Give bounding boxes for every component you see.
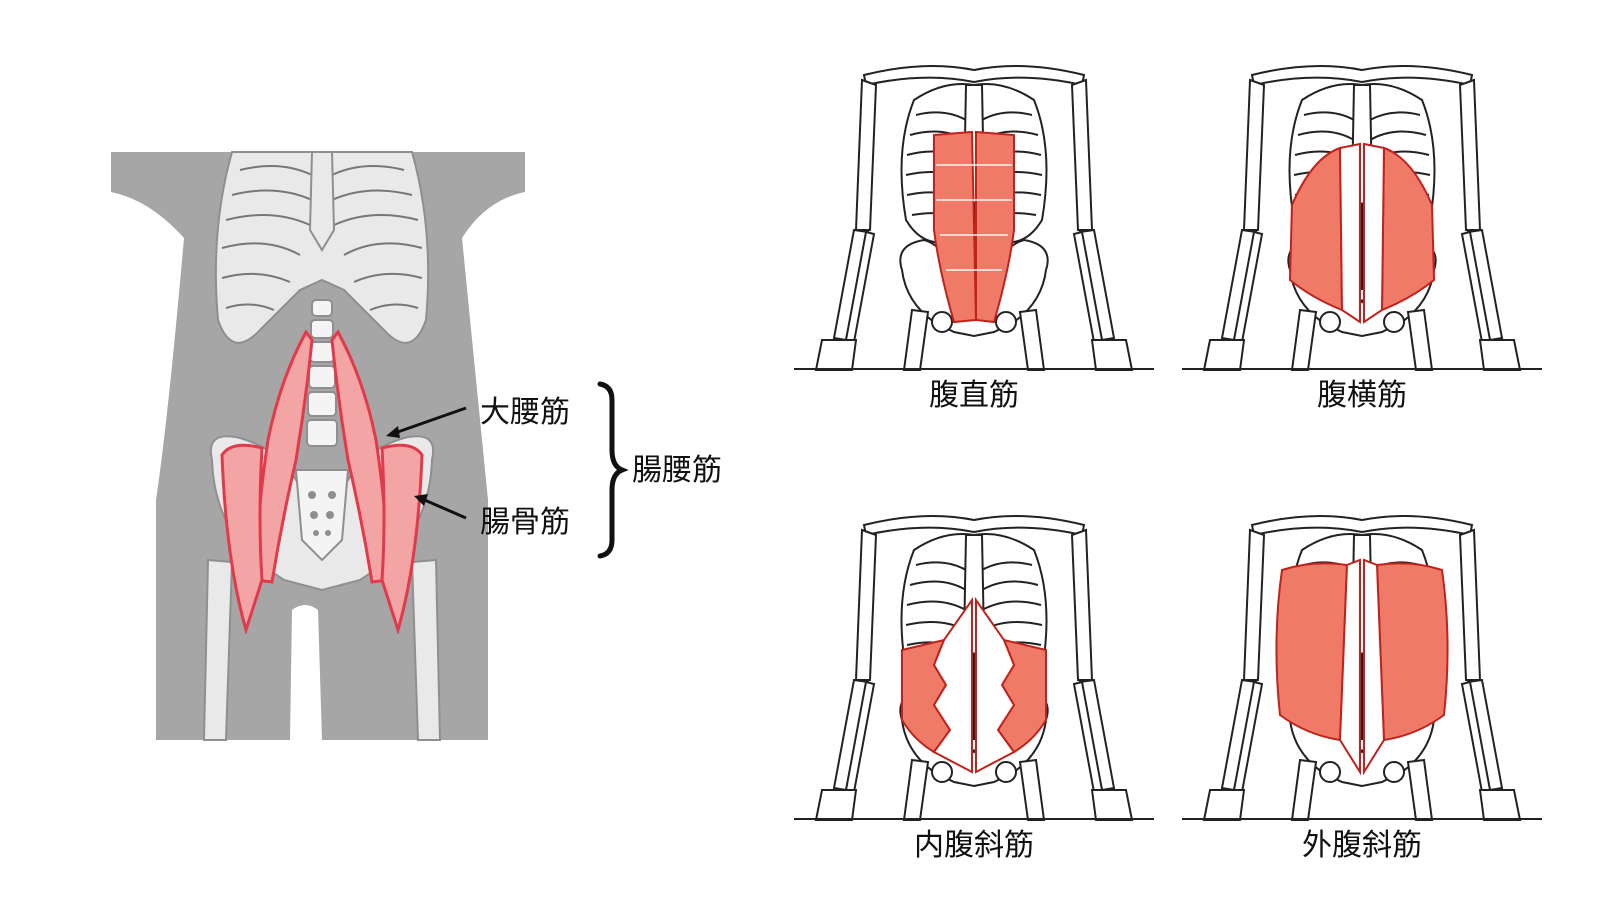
iliacus-right xyxy=(380,443,424,636)
rectus-abdominis-muscle xyxy=(933,130,1015,324)
external-oblique-panel: 外腹斜筋 xyxy=(1181,515,1543,863)
external-oblique-muscle xyxy=(1275,562,1449,742)
transversus-abdominis-caption: 腹横筋 xyxy=(1317,378,1407,413)
iliacus-pointer xyxy=(414,494,467,520)
iliacus-left xyxy=(220,443,264,636)
ribcage xyxy=(214,151,430,344)
psoas-major-label: 大腰筋 xyxy=(480,395,570,430)
psoas-major-right xyxy=(330,329,390,584)
rectus-abdominis-panel: 腹直筋 xyxy=(793,65,1155,413)
internal-oblique-panel: 内腹斜筋 xyxy=(793,515,1155,863)
iliopsoas-panel: 大腰筋 腸骨筋 腸腰筋 xyxy=(111,151,722,741)
internal-oblique-caption: 内腹斜筋 xyxy=(914,828,1034,863)
psoas-major-pointer xyxy=(386,406,467,438)
transversus-abdominis-panel: 腹横筋 xyxy=(1181,65,1543,413)
psoas-major-left xyxy=(254,329,314,584)
external-oblique-caption: 外腹斜筋 xyxy=(1302,828,1422,863)
bracket xyxy=(597,381,629,559)
iliacus-label: 腸骨筋 xyxy=(480,505,570,540)
spine xyxy=(306,299,338,447)
iliopsoas-label: 腸腰筋 xyxy=(632,453,722,488)
rectus-abdominis-caption: 腹直筋 xyxy=(929,378,1019,413)
